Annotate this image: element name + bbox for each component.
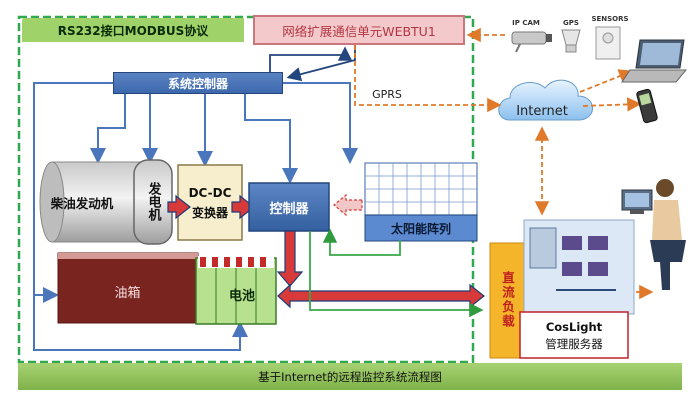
arrow-sys-to-controller <box>244 94 298 184</box>
solar-array-icon <box>364 162 478 242</box>
ip-camera-icon <box>511 31 552 53</box>
protocol-label: RS232接口MODBUS协议 <box>22 18 244 42</box>
battery-label: 电池 <box>228 288 255 304</box>
arrow-green-ctrl-load <box>309 231 484 318</box>
internet-label: Internet <box>516 103 568 119</box>
server-label-box <box>519 311 629 359</box>
fuel-tank-label: 油箱 <box>114 285 141 301</box>
controller-label: 控制器 <box>269 201 309 217</box>
gprs-label: GPRS <box>372 87 402 101</box>
sensors-icon <box>595 26 621 60</box>
arrow-sys-to-engine <box>90 94 126 164</box>
webtu-box: 网络扩展通信单元WEBTU1 <box>253 15 465 45</box>
solar-array-label: 太阳能阵列 <box>390 221 451 236</box>
arrow-webtu-to-sysctrl <box>286 45 356 82</box>
sensors-label: SENSORS <box>591 15 629 23</box>
dc-load-label: 直流负载 <box>492 246 522 354</box>
ip-cam-label: IP CAM <box>512 19 540 27</box>
link-internet-laptop <box>579 69 634 93</box>
mobile-phone-icon <box>636 88 658 124</box>
arrow-battery-dcload <box>277 283 485 309</box>
generator-label: 发电机 <box>137 172 169 230</box>
link-internet-phone <box>582 97 642 112</box>
caption-text: 基于Internet的远程监控系统流程图 <box>258 370 442 384</box>
server-line1: CosLight <box>545 320 603 334</box>
loop-bottom <box>33 295 248 351</box>
server-room-icon <box>523 219 635 315</box>
caption-band <box>18 363 682 390</box>
generator-text: 发电机 <box>145 181 161 221</box>
gps-label: GPS <box>563 19 579 27</box>
laptop-icon <box>621 39 688 83</box>
dcdc-line2: 变换器 <box>191 206 228 220</box>
arrow-sysctrl-to-webtu <box>269 46 353 72</box>
system-controller-box: 系统控制器 <box>113 72 283 94</box>
loop-left <box>33 82 113 303</box>
arrow-green-solar <box>322 228 401 256</box>
arrow-solar-to-ctrl <box>333 193 363 217</box>
arrow-sys-to-solar <box>283 82 358 164</box>
arrow-gen-to-dcdc <box>167 194 191 220</box>
fuel-tank-box <box>57 252 199 324</box>
dcdc-line1: DC-DC <box>188 186 232 200</box>
controller-box <box>248 182 330 232</box>
gps-icon <box>561 29 581 53</box>
dcdc-label: DC-DC 变换器 <box>181 172 239 234</box>
user-at-computer-icon <box>621 179 686 290</box>
diesel-engine-label: 柴油发动机 <box>50 195 114 211</box>
arrow-dcdc-to-ctrl <box>231 194 255 220</box>
arrow-ctrl-to-battery <box>276 230 304 287</box>
link-webtu-internet <box>354 45 502 113</box>
battery-icon <box>195 256 277 325</box>
server-label: CosLight 管理服务器 <box>522 314 626 358</box>
dc-load-text: 直流负载 <box>500 271 515 329</box>
server-line2: 管理服务器 <box>545 337 603 351</box>
